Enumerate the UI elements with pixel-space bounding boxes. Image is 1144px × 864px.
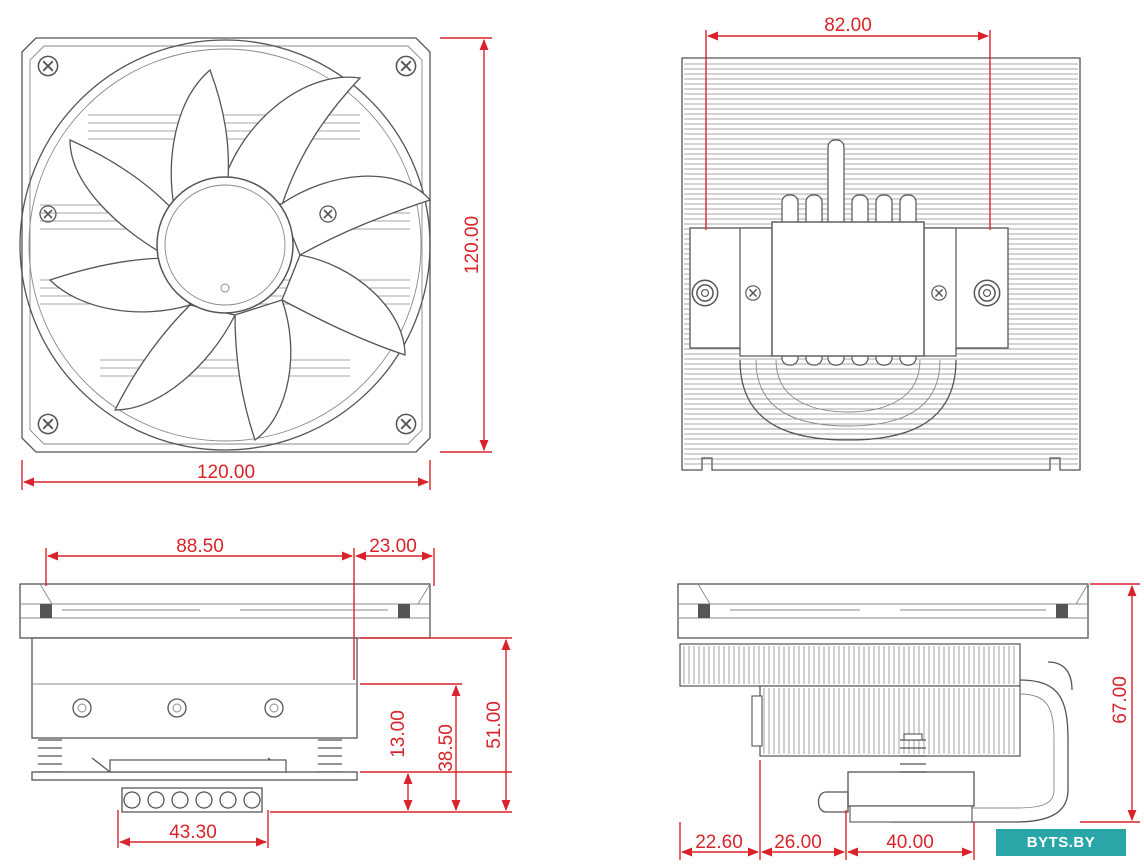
corner-screw-icon <box>37 55 59 77</box>
top-view <box>681 57 1081 471</box>
end-fins-upper <box>683 646 1015 684</box>
side-fin-clearance-label: 38.50 <box>436 724 457 772</box>
side-base-height-label: 13.00 <box>388 710 409 758</box>
side-length-label: 88.50 <box>176 536 224 557</box>
front-height-label: 120.00 <box>462 216 483 274</box>
side-length-dimension: 88.50 <box>45 536 355 680</box>
watermark-badge: BYTS.BY <box>996 829 1126 856</box>
end-offset-b-label: 26.00 <box>774 832 822 853</box>
side-view <box>19 583 431 813</box>
side-offset-label: 23.00 <box>369 536 417 557</box>
end-offset-c-label: 40.00 <box>886 832 934 853</box>
corner-screw-icon <box>395 413 417 435</box>
side-base-width-label: 43.30 <box>169 822 217 843</box>
end-view <box>677 583 1089 823</box>
end-fins-lower <box>763 688 1015 754</box>
top-pipe-span-label: 82.00 <box>824 15 872 36</box>
side-heatpipe-ends <box>123 791 261 809</box>
front-height-dimension: 120.00 <box>440 37 492 453</box>
front-width-dimension: 120.00 <box>21 460 431 490</box>
end-total-height-dimension: 67.00 <box>1080 583 1140 823</box>
front-view-fan <box>19 37 432 453</box>
side-offset-dimension: 23.00 <box>354 536 435 586</box>
top-pipe-span-dimension: 82.00 <box>705 15 991 230</box>
side-base-width-dimension: 43.30 <box>117 810 269 848</box>
side-height-dimensions: 13.00 38.50 51.00 <box>270 637 512 813</box>
corner-screw-icon <box>37 413 59 435</box>
mount-screw-icon <box>39 205 57 223</box>
end-total-height-label: 67.00 <box>1110 676 1131 724</box>
end-offset-dimensions: 22.60 26.00 40.00 <box>679 760 975 860</box>
side-heatsink-height-label: 51.00 <box>484 701 505 749</box>
corner-screw-icon <box>395 55 417 77</box>
end-offset-a-label: 22.60 <box>695 832 743 853</box>
front-width-label: 120.00 <box>197 462 255 483</box>
fan-blades <box>48 68 432 442</box>
